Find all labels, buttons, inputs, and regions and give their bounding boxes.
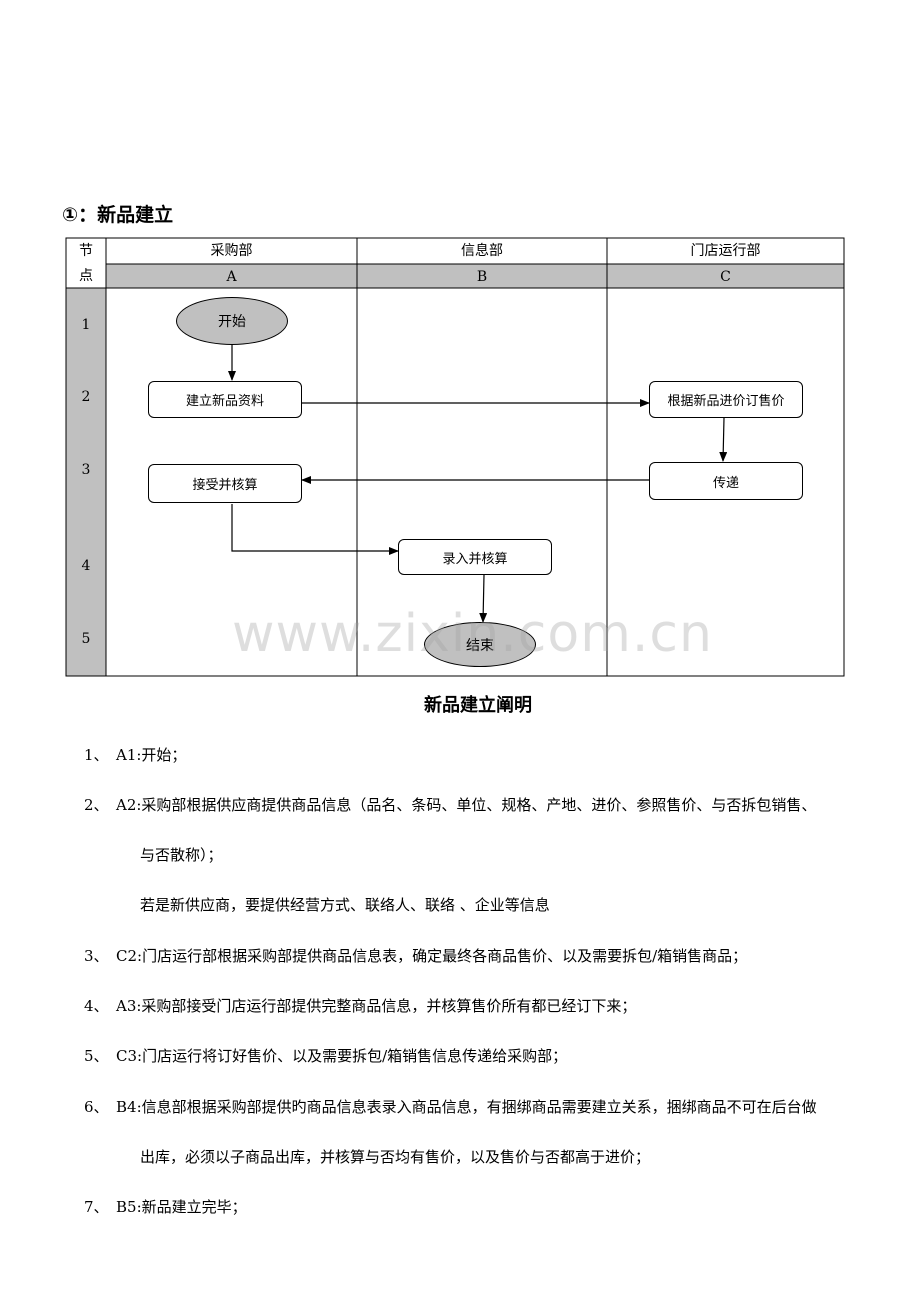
- row-number-5: 5: [81, 631, 91, 647]
- explanation-title: 新品建立阐明: [424, 695, 532, 716]
- node-header-line1: 节: [79, 243, 93, 259]
- column-header-purchasing: 采购部: [210, 243, 253, 259]
- item-3-number: 3、: [84, 947, 109, 965]
- item-7-line-1: B5:新品建立完毕；: [116, 1198, 247, 1216]
- node-c2-set-price: 根据新品进价订售价: [649, 381, 803, 418]
- item-2-line-2: 与否散称）；: [140, 846, 223, 864]
- item-6-line-2: 出库，必须以子商品出库，并核算与否均有售价，以及售价与否都高于进价；: [140, 1148, 651, 1166]
- column-header-information: 信息部: [461, 243, 503, 259]
- section-title: ①：新品建立: [62, 204, 174, 226]
- item-7-number: 7、: [84, 1198, 109, 1216]
- row-number-3: 3: [81, 462, 91, 478]
- arrow-b4-to-end: [479, 574, 488, 623]
- node-header-line2: 点: [79, 268, 93, 284]
- start-node: 开始: [176, 297, 288, 345]
- node-c3-transfer: 传递: [649, 462, 803, 500]
- item-4-line-1: A3:采购部接受门店运行部提供完整商品信息，并核算售价所有都已经订下来；: [116, 997, 637, 1015]
- column-code-c: C: [720, 269, 731, 285]
- node-b4-enter-check: 录入并核算: [398, 539, 552, 575]
- column-code-a: A: [226, 269, 237, 285]
- node-a3-accept-check: 接受并核算: [148, 464, 302, 503]
- row-number-2: 2: [81, 389, 91, 405]
- arrow-a3-to-b4: [231, 504, 399, 555]
- item-6-line-1: B4:信息部根据采购部提供旳商品信息表录入商品信息，有捆绑商品需要建立关系，捆绑…: [116, 1098, 817, 1116]
- item-6-number: 6、: [84, 1098, 109, 1116]
- item-3-line-1: C2:门店运行部根据采购部提供商品信息表，确定最终各商品售价、以及需要拆包/箱销…: [116, 947, 748, 965]
- row-number-4: 4: [81, 558, 91, 574]
- item-4-number: 4、: [84, 997, 109, 1015]
- node-a2-create-product: 建立新品资料: [148, 381, 302, 418]
- arrow-c2-to-c3: [719, 417, 728, 462]
- row-number-column-bg: [66, 288, 106, 676]
- item-2-line-1: A2:采购部根据供应商提供商品信息（品名、条码、单位、规格、产地、进价、参照售价…: [116, 796, 817, 814]
- column-code-b: B: [476, 269, 488, 285]
- item-2-number: 2、: [84, 796, 109, 814]
- row-number-1: 1: [81, 317, 91, 333]
- column-header-store-ops: 门店运行部: [690, 243, 761, 259]
- item-2-line-3: 若是新供应商，要提供经营方式、联络人、联络 、企业等信息: [140, 896, 550, 914]
- item-1-number: 1、: [84, 746, 109, 764]
- item-5-line-1: C3:门店运行将订好售价、以及需要拆包/箱销售信息传递给采购部；: [116, 1047, 568, 1065]
- code-row-bg: [106, 264, 844, 288]
- item-1-line-1: A1:开始；: [116, 746, 187, 764]
- end-node: 结束: [424, 622, 536, 667]
- item-5-number: 5、: [84, 1047, 109, 1065]
